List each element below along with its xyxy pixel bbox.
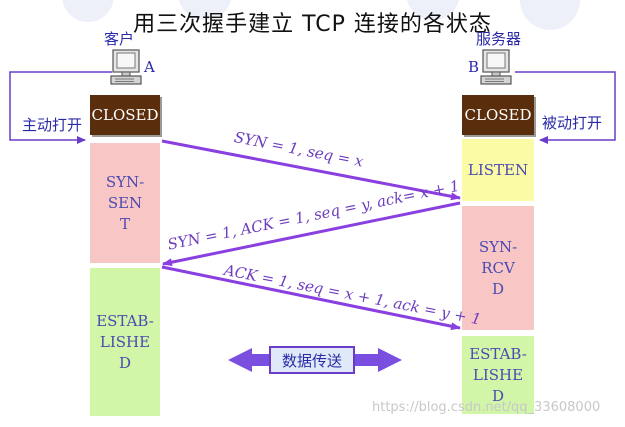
server-name: 服务器: [476, 30, 522, 48]
data-arrow-left: [228, 348, 269, 372]
watermark: https://blog.csdn.net/qq_33608000: [372, 400, 601, 415]
client-name: 客户: [104, 30, 135, 48]
syn-ack-arrow: [162, 201, 461, 267]
data-arrow-right: [355, 348, 402, 372]
data-transfer-label: 数据传送: [269, 346, 355, 374]
client-state-closed: CLOSED: [90, 95, 160, 135]
ack-arrow: [161, 265, 461, 331]
diagram-title: 用三次握手建立 TCP 连接的各状态: [133, 12, 492, 37]
server-passive-open-label: 被动打开: [540, 112, 605, 133]
client-state-syn-sent: SYN-SENT: [90, 143, 160, 263]
client-letter: A: [144, 58, 155, 76]
server-state-syn-rcvd: SYN-RCVD: [462, 206, 534, 330]
decorative-circle: [406, 0, 460, 20]
decorative-circle: [62, 0, 114, 22]
syn-arrow: [161, 139, 461, 201]
client-computer-icon: [110, 48, 144, 92]
client-active-open-label: 主动打开: [20, 114, 85, 135]
server-state-closed: CLOSED: [462, 95, 534, 135]
server-open-line: [515, 71, 616, 144]
server-state-established: ESTAB-LISHED: [462, 336, 534, 414]
decorative-circle: [178, 0, 232, 20]
client-state-established: ESTAB-LISHED: [90, 268, 160, 416]
server-state-listen: LISTEN: [462, 139, 534, 201]
client-open-line: [9, 71, 112, 144]
server-letter: B: [468, 58, 480, 76]
server-computer-icon: [480, 48, 514, 92]
